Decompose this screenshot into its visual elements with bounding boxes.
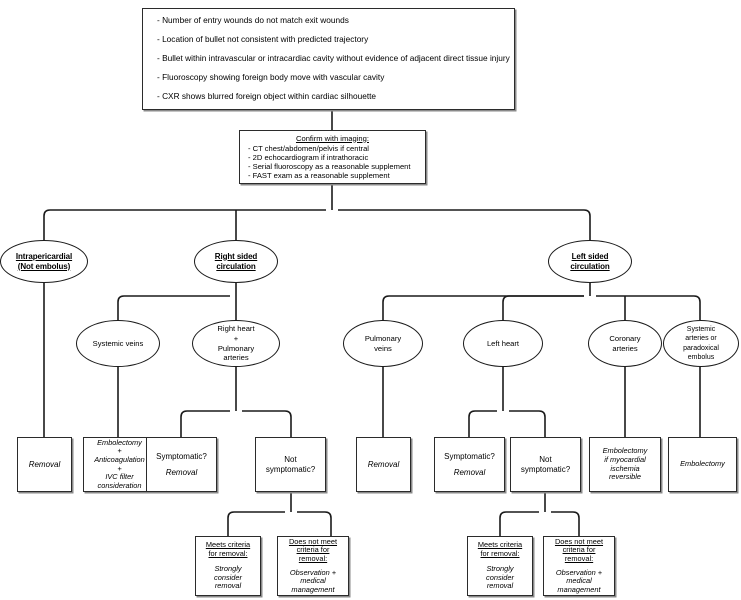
box-left-not-meets-criteria: Does not meet criteria for removal: Obse…: [543, 536, 615, 596]
left-symptomatic-question: Symptomatic?: [444, 451, 495, 461]
right-not-symptomatic-line1: Not: [284, 455, 297, 465]
node-coronary-arteries: Coronary arteries: [588, 320, 662, 367]
left-symptomatic-action: Removal: [453, 468, 486, 478]
box-right-not-meets-criteria: Does not meet criteria for removal: Obse…: [277, 536, 349, 596]
imaging-list: Confirm with imaging: - CT chest/abdomen…: [240, 130, 425, 185]
right-meets-hdr2: for removal:: [208, 548, 248, 558]
systemic-arteries-line2: arteries or: [685, 335, 717, 343]
left-notmeets-hdr3: removal:: [564, 553, 594, 563]
box-removal-intrapericardial: Removal: [17, 437, 72, 492]
intrapericardial-line2: (Not embolus): [17, 261, 71, 271]
box-right-not-symptomatic: Not symptomatic?: [255, 437, 326, 492]
coronary-plan-line1: Embolectomy: [602, 446, 648, 456]
box-left-not-symptomatic: Not symptomatic?: [510, 437, 581, 492]
left-notmeets-act3: management: [557, 584, 601, 594]
systemic-arteries-line1: Systemic: [686, 326, 716, 334]
right-heart-line4: arteries: [223, 353, 249, 363]
suspicion-criteria-list: - Number of entry wounds do not match ex…: [143, 6, 514, 112]
right-notmeets-act2: medical: [300, 576, 326, 586]
right-notmeets-act1: Observation +: [289, 567, 337, 577]
box-left-symptomatic: Symptomatic? Removal: [434, 437, 505, 492]
removal-intrapericardial-label: Removal: [28, 459, 61, 469]
left-meets-hdr1: Meets criteria: [477, 540, 523, 550]
box-left-meets-criteria: Meets criteria for removal: Strongly con…: [467, 536, 533, 596]
left-meets-act1: Strongly: [486, 564, 514, 574]
left-notmeets-act2: medical: [566, 576, 592, 586]
right-heart-line3: Pulmonary: [217, 343, 255, 353]
node-systemic-veins: Systemic veins: [76, 320, 160, 367]
systemic-arteries-line4: embolus: [687, 353, 715, 361]
right-meets-hdr1: Meets criteria: [205, 540, 251, 550]
removal-pulmonary-veins-label: Removal: [367, 459, 400, 469]
imaging-item-2: - 2D echocardiogram if intrathoracic: [248, 152, 369, 162]
right-notmeets-hdr1: Does not meet: [288, 536, 338, 546]
right-heart-line2: +: [233, 333, 239, 343]
right-meets-act1: Strongly: [214, 564, 242, 574]
systemic-veins-plan-line4: +: [117, 463, 122, 473]
right-heart-line1: Right heart: [217, 323, 255, 333]
right-sided-line1: Right sided: [214, 251, 258, 261]
criteria-item-2: - Location of bullet not consistent with…: [157, 34, 369, 45]
right-symptomatic-question: Symptomatic?: [156, 451, 207, 461]
criteria-item-5: - CXR shows blurred foreign object withi…: [157, 90, 377, 101]
node-right-sided-circulation: Right sided circulation: [194, 240, 278, 283]
systemic-veins-plan-line1: Embolectomy: [97, 437, 142, 447]
box-coronary-plan: Embolectomy if myocardial ischemia rever…: [589, 437, 661, 492]
left-not-symptomatic-line2: symptomatic?: [520, 464, 571, 474]
node-intrapericardial: Intrapericardial (Not embolus): [0, 240, 88, 283]
coronary-plan-line3: ischemia: [610, 463, 640, 473]
suspicion-criteria-box: - Number of entry wounds do not match ex…: [142, 8, 515, 110]
left-meets-hdr2: for removal:: [480, 548, 520, 558]
criteria-item-3: - Bullet within intravascular or intraca…: [157, 53, 510, 64]
systemic-arteries-plan-label: Embolectomy: [680, 459, 725, 469]
systemic-veins-plan-line3: Anticoagulation: [94, 454, 145, 464]
left-meets-act2: consider: [486, 572, 514, 582]
imaging-item-3: - Serial fluoroscopy as a reasonable sup…: [248, 162, 411, 171]
systemic-veins-plan-line5: IVC filter: [105, 472, 134, 482]
systemic-veins-plan-line6: consideration: [97, 480, 142, 490]
right-notmeets-hdr2: criteria for: [296, 545, 330, 555]
node-right-heart-pulmonary-arteries: Right heart + Pulmonary arteries: [192, 320, 280, 367]
right-notmeets-act3: management: [291, 584, 335, 594]
pulmonary-veins-line2: veins: [374, 343, 392, 353]
left-notmeets-hdr1: Does not meet: [554, 536, 604, 546]
box-systemic-veins-plan: Embolectomy + Anticoagulation + IVC filt…: [83, 437, 156, 492]
coronary-arteries-line1: Coronary: [609, 333, 641, 343]
pulmonary-veins-line1: Pulmonary: [364, 333, 402, 343]
systemic-veins-label: Systemic veins: [92, 338, 144, 348]
node-systemic-arteries-paradoxical: Systemic arteries or paradoxical embolus: [663, 320, 739, 367]
right-not-symptomatic-line2: symptomatic?: [265, 464, 316, 474]
box-removal-pulmonary-veins: Removal: [356, 437, 411, 492]
systemic-arteries-line3: paradoxical: [683, 344, 719, 352]
imaging-item-1: - CT chest/abdomen/pelvis if central: [248, 143, 369, 153]
right-symptomatic-action: Removal: [165, 468, 198, 478]
node-left-sided-circulation: Left sided circulation: [548, 240, 632, 283]
right-meets-act2: consider: [214, 572, 242, 582]
box-right-symptomatic: Symptomatic? Removal: [146, 437, 217, 492]
left-notmeets-hdr2: criteria for: [562, 545, 596, 555]
left-meets-act3: removal: [486, 581, 514, 591]
left-sided-line1: Left sided: [571, 251, 609, 261]
left-sided-line2: circulation: [570, 261, 610, 271]
node-left-heart: Left heart: [463, 320, 543, 367]
coronary-plan-line4: reversible: [608, 472, 642, 482]
right-notmeets-hdr3: removal:: [298, 553, 328, 563]
right-meets-act3: removal: [214, 581, 242, 591]
box-systemic-arteries-plan: Embolectomy: [668, 437, 737, 492]
right-sided-line2: circulation: [216, 261, 256, 271]
box-right-meets-criteria: Meets criteria for removal: Strongly con…: [195, 536, 261, 596]
coronary-arteries-line2: arteries: [612, 343, 638, 353]
node-pulmonary-veins: Pulmonary veins: [343, 320, 423, 367]
imaging-title: Confirm with imaging:: [295, 133, 369, 143]
left-notmeets-act1: Observation +: [555, 567, 603, 577]
criteria-item-4: - Fluoroscopy showing foreign body move …: [157, 71, 385, 82]
systemic-veins-plan-line2: +: [117, 446, 122, 456]
coronary-plan-line2: if myocardial: [604, 454, 646, 464]
intrapericardial-line1: Intrapericardial: [15, 251, 73, 261]
imaging-confirmation-box: Confirm with imaging: - CT chest/abdomen…: [239, 130, 426, 184]
left-not-symptomatic-line1: Not: [539, 455, 552, 465]
imaging-item-4: - FAST exam as a reasonable supplement: [248, 171, 390, 181]
left-heart-label: Left heart: [486, 338, 520, 348]
criteria-item-1: - Number of entry wounds do not match ex…: [157, 15, 349, 26]
